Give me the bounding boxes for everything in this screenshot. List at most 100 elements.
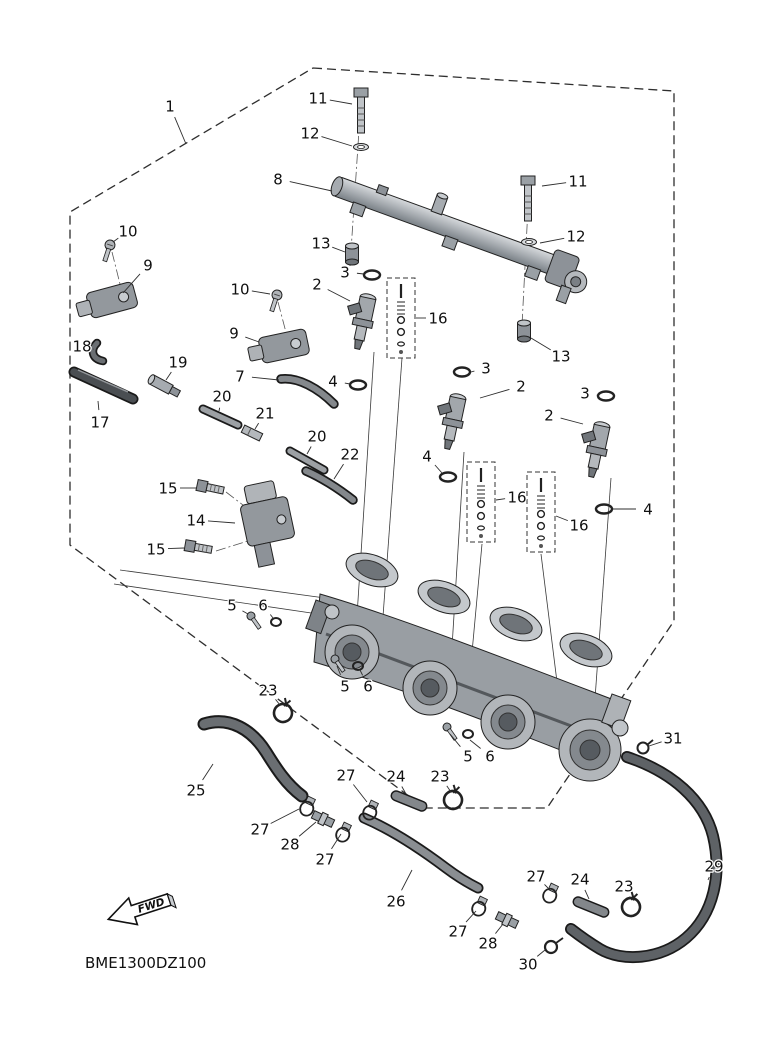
leader-line-23 bbox=[275, 699, 281, 706]
callout-23: 23 bbox=[258, 682, 277, 700]
leader-line-23 bbox=[446, 785, 452, 793]
leader-line-6 bbox=[469, 739, 481, 749]
callout-6: 6 bbox=[258, 597, 268, 615]
callout-5: 5 bbox=[340, 678, 350, 696]
callout-5: 5 bbox=[463, 748, 473, 766]
callout-23: 23 bbox=[614, 878, 633, 896]
callout-11: 11 bbox=[568, 173, 587, 191]
oring-3-b bbox=[452, 366, 472, 378]
injector-kit-16-c bbox=[525, 470, 557, 554]
leader-line-3 bbox=[470, 370, 475, 373]
leader-line-28 bbox=[495, 923, 504, 934]
callout-22: 22 bbox=[340, 446, 359, 464]
collar-13-a bbox=[345, 242, 359, 266]
callout-25: 25 bbox=[186, 782, 205, 800]
leader-line-31 bbox=[648, 741, 662, 747]
leader-line-7 bbox=[251, 376, 280, 381]
leader-line-16 bbox=[555, 515, 568, 522]
callout-3: 3 bbox=[481, 360, 491, 378]
fuel-injector-2-b bbox=[428, 389, 470, 452]
joint-21 bbox=[240, 424, 264, 442]
leader-line-14 bbox=[207, 520, 236, 524]
clip-31 bbox=[636, 739, 654, 755]
leader-line-6 bbox=[359, 669, 364, 676]
callout-16: 16 bbox=[507, 489, 526, 507]
callout-4: 4 bbox=[643, 501, 653, 519]
fitting-28-b bbox=[493, 909, 521, 931]
callout-11: 11 bbox=[308, 90, 327, 108]
callout-12: 12 bbox=[300, 125, 319, 143]
leader-line-23 bbox=[628, 896, 631, 899]
leader-line-26 bbox=[401, 869, 413, 891]
callout-21: 21 bbox=[255, 405, 274, 423]
leader-line-25 bbox=[202, 763, 214, 781]
callout-10: 10 bbox=[230, 281, 249, 299]
leader-line-9 bbox=[245, 336, 260, 343]
leader-line-12 bbox=[321, 136, 353, 147]
leader-line-2 bbox=[479, 388, 510, 399]
callout-2: 2 bbox=[516, 378, 526, 396]
joint-24-a bbox=[396, 796, 422, 806]
callout-14: 14 bbox=[186, 512, 205, 530]
oring-3-c bbox=[596, 390, 616, 402]
injector-kit-16-a bbox=[385, 276, 417, 360]
callout-9: 9 bbox=[229, 325, 239, 343]
callout-27: 27 bbox=[526, 868, 545, 886]
fwd-arrow: FWD bbox=[106, 892, 177, 926]
leader-line-16 bbox=[495, 498, 506, 501]
leader-line-4 bbox=[434, 464, 443, 474]
leader-line-30 bbox=[536, 949, 546, 957]
leader-line-28 bbox=[298, 821, 317, 837]
leader-line-13 bbox=[332, 246, 346, 253]
callout-13: 13 bbox=[311, 235, 330, 253]
leader-line-27 bbox=[544, 884, 549, 889]
leader-line-22 bbox=[333, 463, 344, 480]
screw-15-a bbox=[195, 479, 226, 497]
callout-16: 16 bbox=[569, 517, 588, 535]
leader-line-5 bbox=[449, 733, 461, 747]
callout-3: 3 bbox=[340, 264, 350, 282]
callout-13: 13 bbox=[551, 348, 570, 366]
leader-line-17 bbox=[97, 400, 100, 411]
leader-line-27 bbox=[353, 784, 368, 803]
hose-7 bbox=[276, 374, 339, 409]
washer-12-a bbox=[353, 143, 369, 151]
callout-23: 23 bbox=[430, 768, 449, 786]
pipe-20-b bbox=[285, 446, 329, 475]
hose-25 bbox=[197, 715, 309, 803]
callout-29: 29 bbox=[704, 858, 723, 876]
sensor-14 bbox=[240, 480, 295, 568]
callout-16: 16 bbox=[428, 310, 447, 328]
callout-5: 5 bbox=[227, 597, 237, 615]
leader-line-20 bbox=[218, 407, 221, 412]
leader-line-27 bbox=[465, 910, 477, 923]
callout-27: 27 bbox=[336, 767, 355, 785]
callout-17: 17 bbox=[90, 414, 109, 432]
washer-12-b bbox=[521, 238, 537, 246]
callout-9: 9 bbox=[143, 257, 153, 275]
fitting-28-a bbox=[309, 808, 337, 830]
clip-30 bbox=[543, 937, 564, 955]
callout-28: 28 bbox=[478, 935, 497, 953]
elbow-18 bbox=[88, 338, 108, 366]
sensor-9-a bbox=[73, 280, 140, 323]
leader-line-27 bbox=[270, 808, 300, 824]
group-boundary bbox=[69, 67, 675, 809]
callout-12: 12 bbox=[566, 228, 585, 246]
callout-4: 4 bbox=[328, 373, 338, 391]
callout-6: 6 bbox=[363, 678, 373, 696]
leader-line-29 bbox=[707, 876, 710, 881]
leader-line-20 bbox=[306, 446, 312, 455]
clamp-23-b bbox=[441, 782, 466, 812]
callout-27: 27 bbox=[250, 821, 269, 839]
screw-5-c bbox=[440, 720, 460, 743]
throttle-bores bbox=[324, 624, 622, 782]
leader-line-8 bbox=[289, 181, 333, 192]
leader-line-2 bbox=[560, 417, 584, 425]
oring-4-c bbox=[594, 503, 614, 515]
leader-line-21 bbox=[254, 422, 260, 430]
leader-line-12 bbox=[539, 237, 565, 244]
